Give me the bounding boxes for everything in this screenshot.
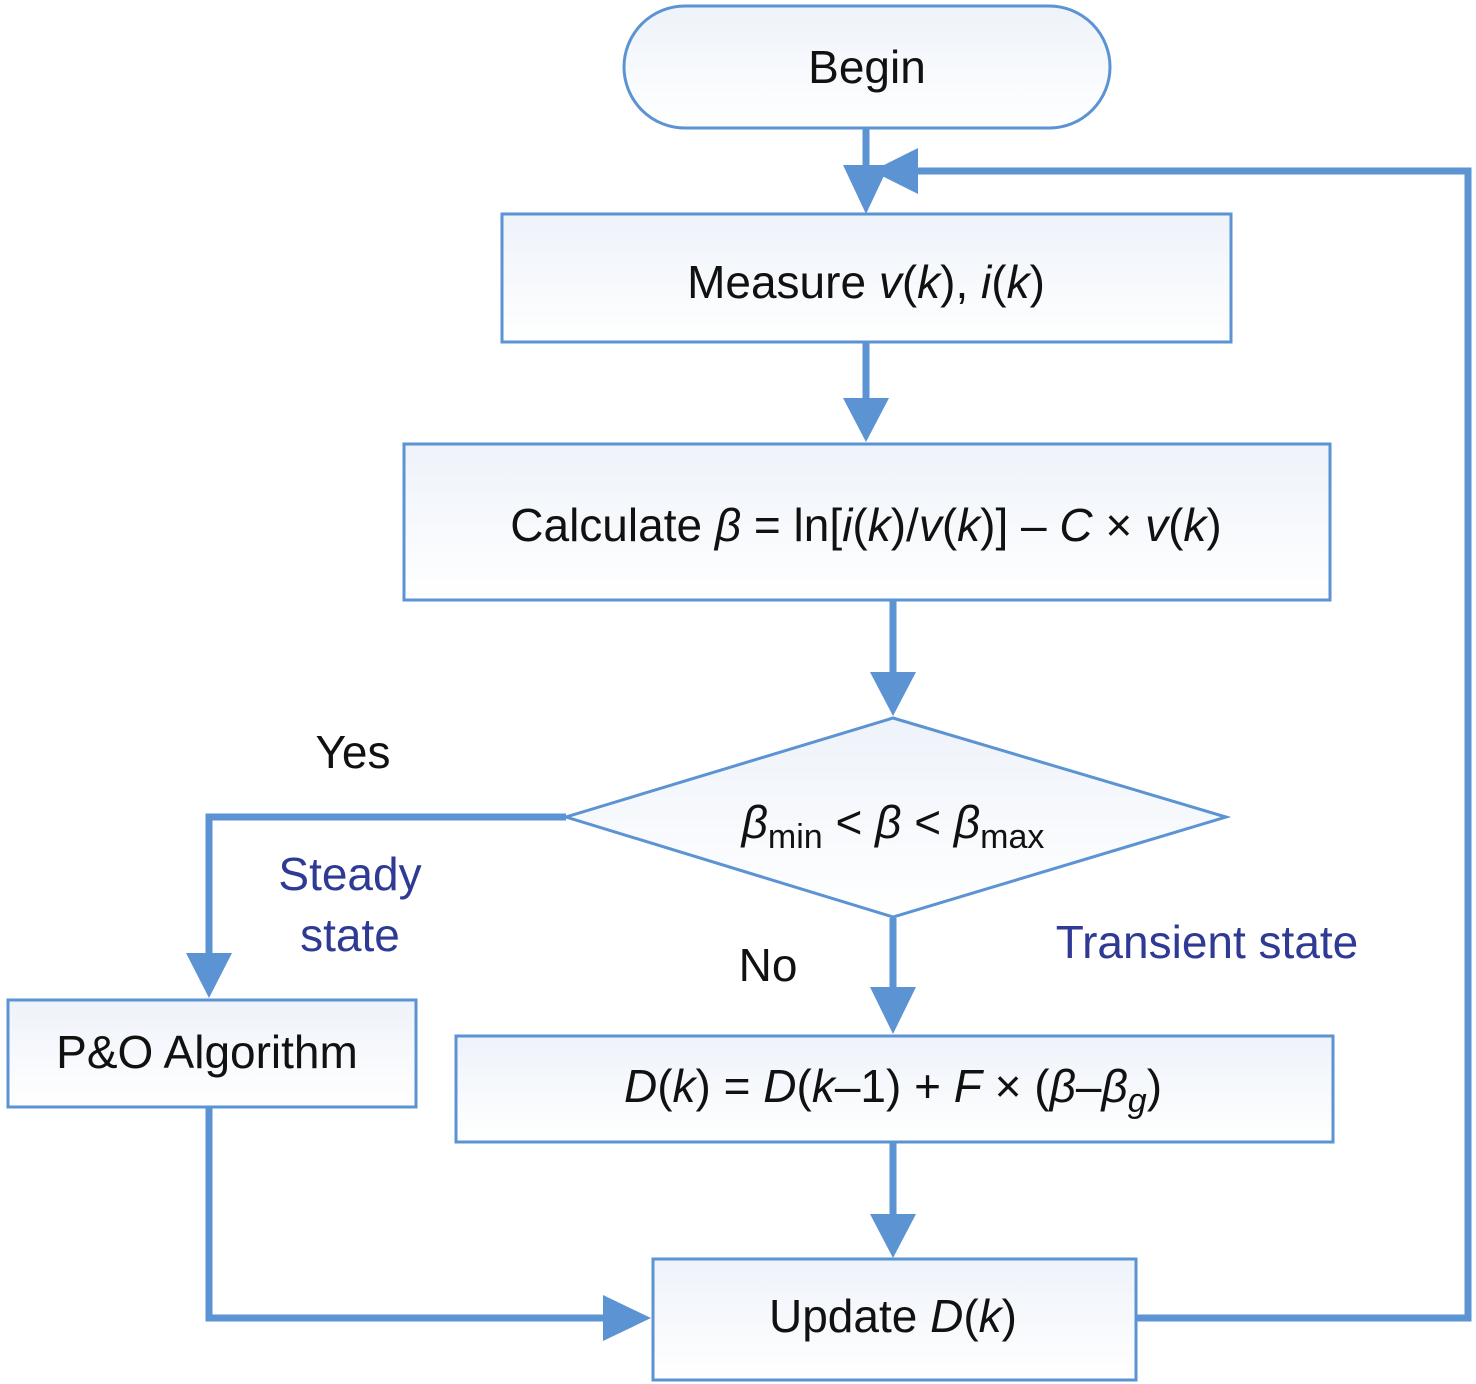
connector-decision-po [205,813,566,955]
arrowhead-update [870,1214,916,1258]
steady-state-label-line1: Steady [278,848,421,900]
begin-terminal [622,4,1112,130]
arrowhead-update-left [603,1295,651,1341]
arrowheads [186,148,918,1341]
po-algorithm-label: P&O Algorithm [56,1026,358,1078]
arrowhead-calculate [843,398,889,442]
begin-label: Begin [808,41,926,93]
connectors [205,128,1472,1322]
duty-formula-box [454,1034,1335,1144]
calculate-box [402,442,1332,602]
update-box [651,1257,1138,1382]
arrowhead-po [186,953,232,998]
arrowhead-decision [870,672,916,716]
connector-po-update [205,1107,605,1322]
calculate-label: Calculate β = ln[i(k)/v(k)] – C × v(k) [510,499,1221,551]
duty-formula-label: D(k) = D(k–1) + F × (β–βg) [624,1060,1162,1120]
decision-label: βmin < β < βmax [740,796,1045,856]
update-label: Update D(k) [769,1290,1017,1342]
no-label: No [739,939,798,991]
steady-state-label-line2: state [300,909,400,961]
arrowhead-loop [872,148,918,194]
yes-label: Yes [315,726,390,778]
connector-update-loop [910,167,1472,1322]
decision-diamond [560,716,1232,919]
measure-box [500,212,1233,344]
arrowhead-measure [843,165,889,214]
arrowhead-duty [870,987,916,1034]
po-algorithm-box [6,998,418,1109]
transient-state-label: Transient state [1056,916,1359,968]
measure-label: Measure v(k), i(k) [687,256,1045,308]
